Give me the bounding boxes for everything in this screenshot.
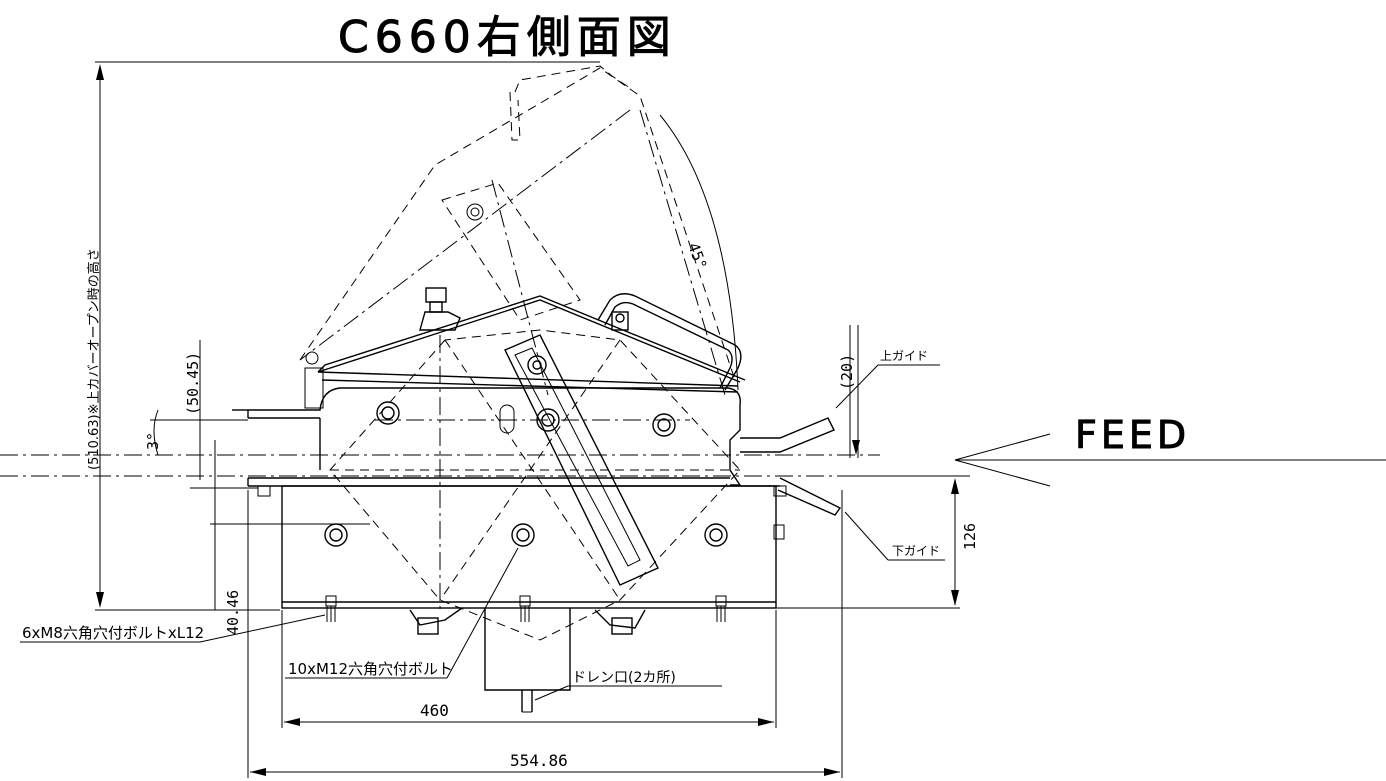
bolt-m12-label: 10xM12六角穴付ボルト: [288, 660, 453, 678]
upper-guide-label: 上ガイド: [880, 349, 928, 363]
dim-460: 460: [420, 701, 449, 720]
angle-3-label: 3°: [144, 432, 162, 450]
dim-50-45: (50.45): [184, 352, 202, 415]
angle-45-label: 45°: [684, 240, 710, 272]
feed-label: FEED: [1075, 413, 1190, 457]
drain-label: ドレン口(2カ所): [572, 670, 676, 686]
dim-20: (20): [838, 354, 856, 390]
open-height-label: (510.63)※上カバーオープン時の高さ: [86, 248, 102, 470]
dim-40-46: 40.46: [224, 590, 242, 635]
bolt-m8-label: 6xM8六角穴付ボルトxL12: [22, 624, 204, 642]
dim-554-86: 554.86: [510, 751, 568, 770]
dim-126: 126: [961, 523, 979, 550]
lower-guide-label: 下ガイド: [892, 544, 940, 558]
drawing-title: C660右側面図: [338, 12, 677, 63]
